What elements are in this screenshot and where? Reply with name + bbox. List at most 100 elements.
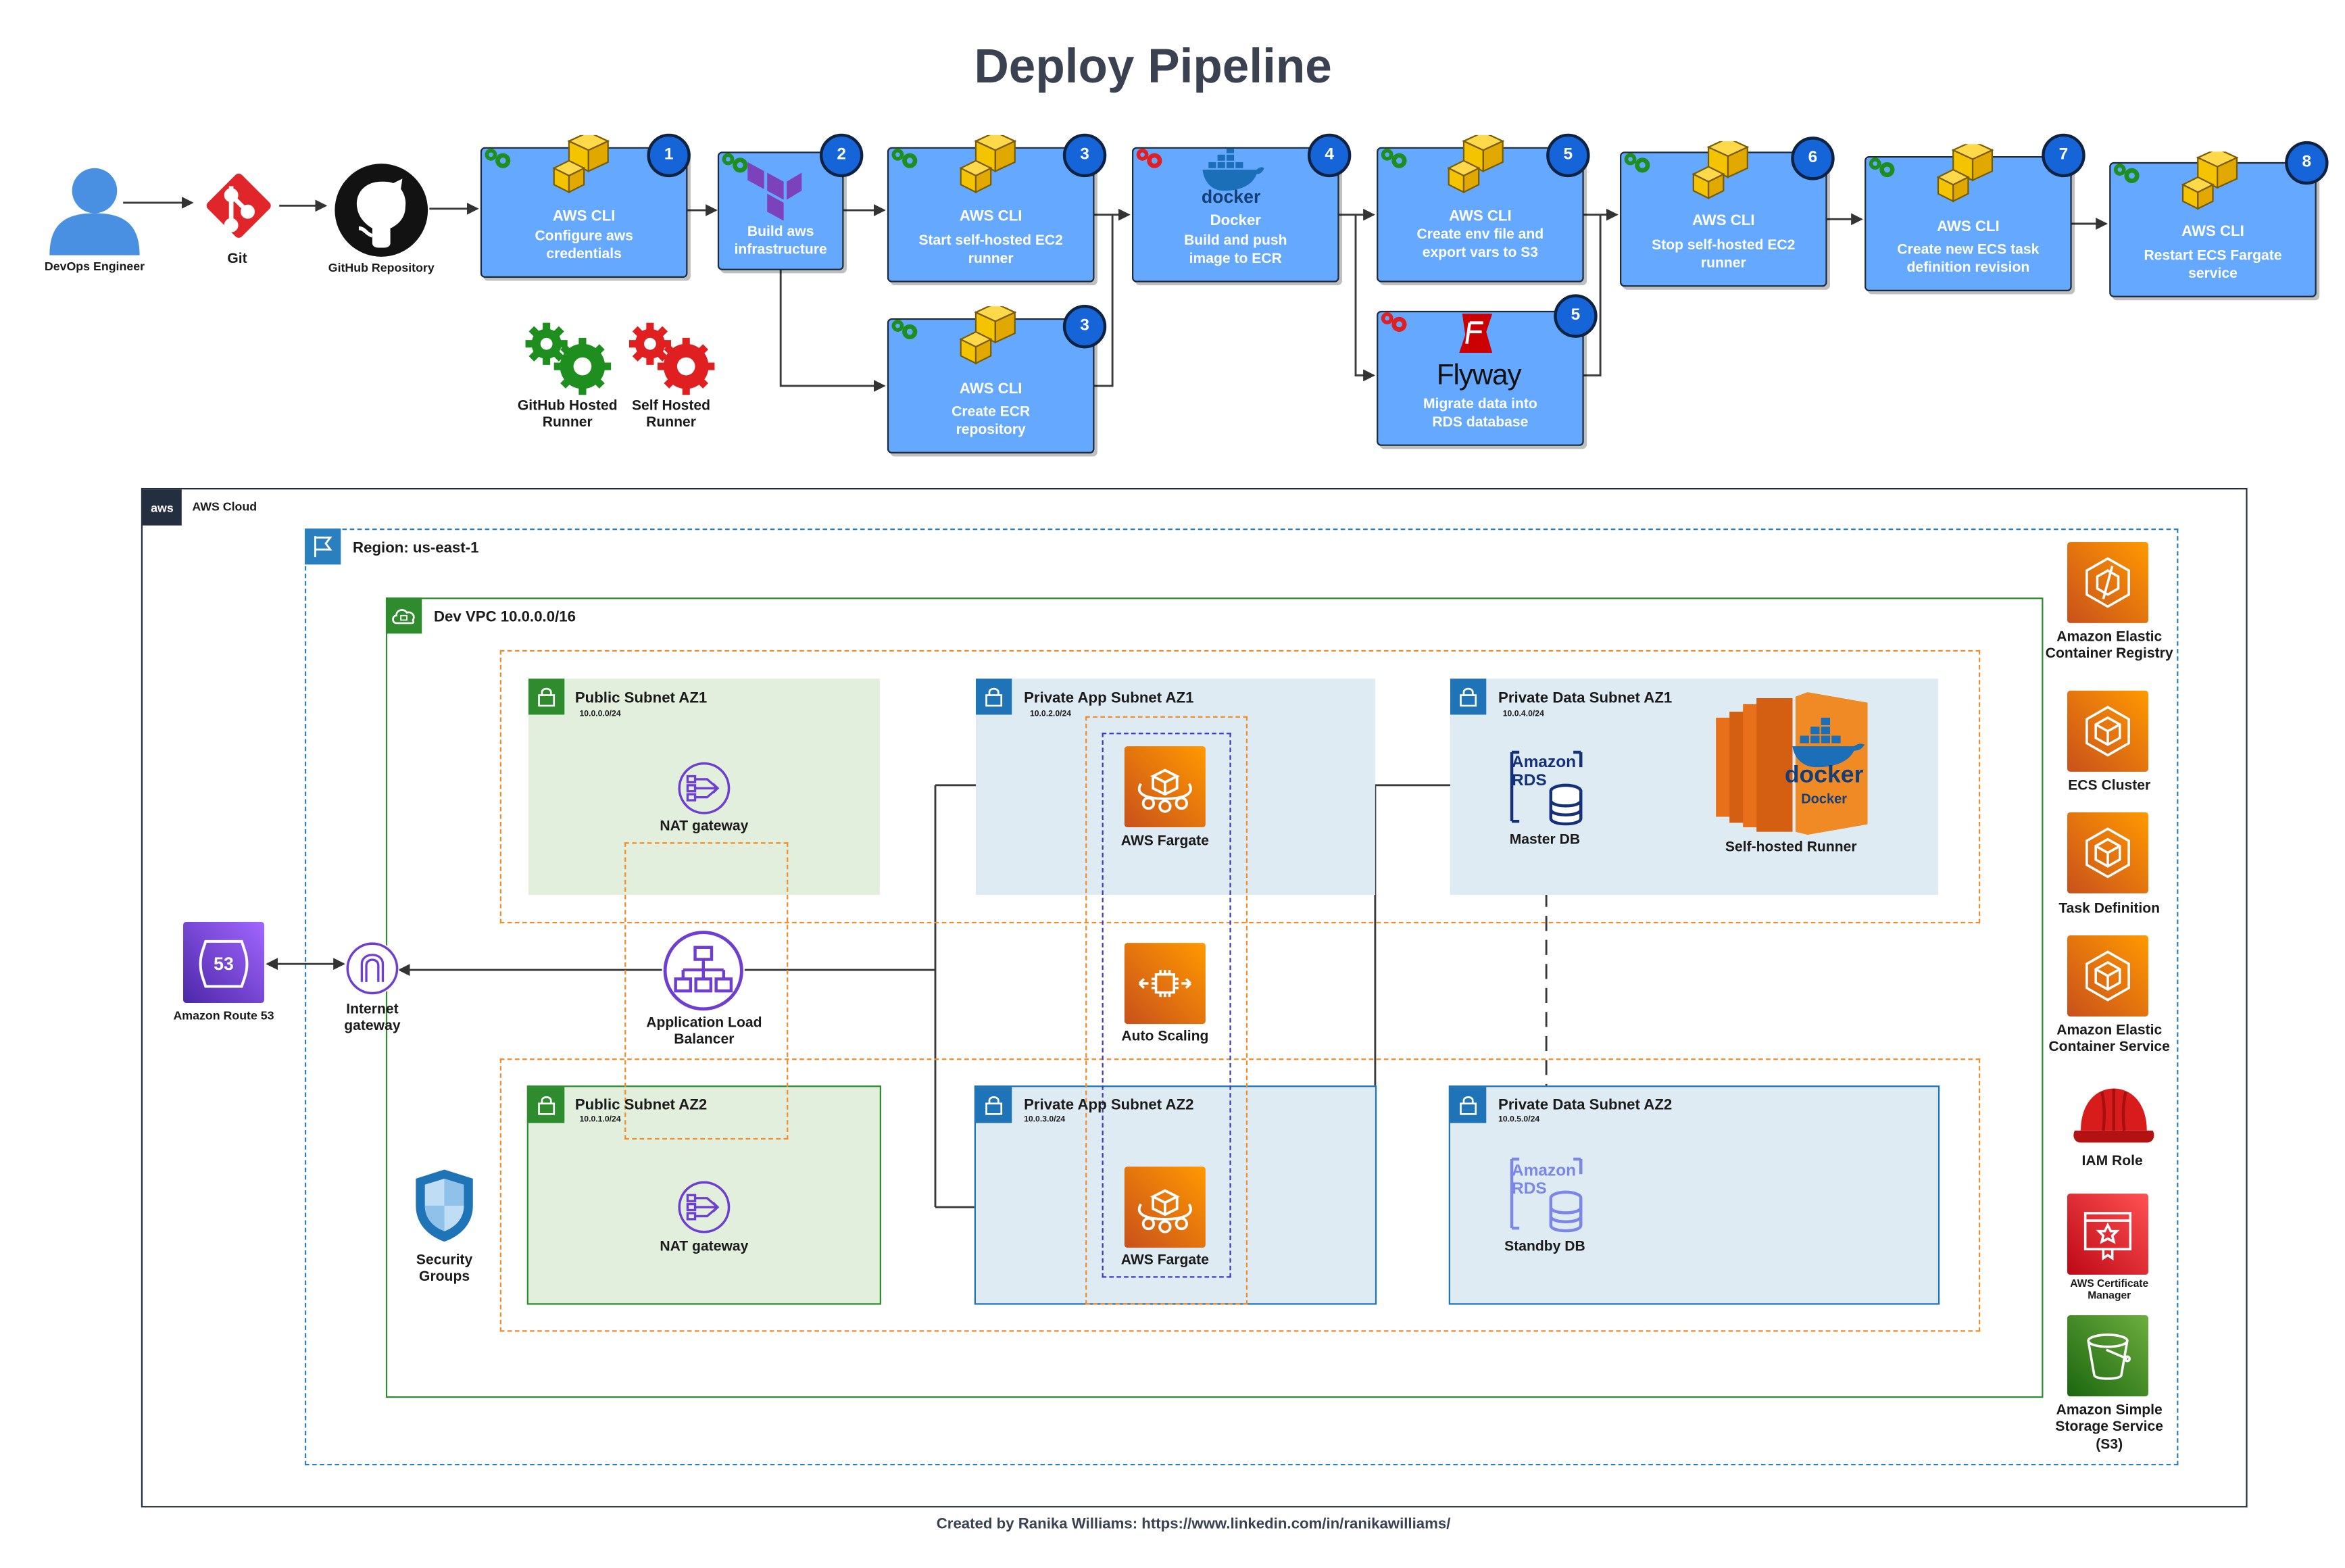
nat-gateway-icon xyxy=(677,1180,731,1234)
legend-github-hosted-runner: GitHub Hosted Runner xyxy=(517,397,618,432)
github-hosted-gear-icon xyxy=(482,145,512,177)
nat-gateway-az2-label: NAT gateway xyxy=(660,1238,749,1256)
runner-docker-sublabel: Docker xyxy=(1801,791,1848,806)
security-groups-label: Security Groups xyxy=(416,1252,473,1286)
aws-cloud-boundary xyxy=(141,487,2248,1508)
public-subnet-az2-lock-icon xyxy=(528,1087,565,1123)
private-data-subnet-az2-cidr: 10.0.5.0/24 xyxy=(1498,1115,1540,1125)
availability-zone-2 xyxy=(499,1058,1981,1332)
public-subnet-az1-label: Public Subnet AZ1 xyxy=(574,690,708,708)
fargate-service-group xyxy=(1102,733,1231,1278)
public-subnet-az1 xyxy=(528,679,880,896)
step-3b-tool: AWS CLI xyxy=(959,381,1022,398)
step-3a-tool: AWS CLI xyxy=(959,208,1022,226)
step-8-badge: 8 xyxy=(2285,141,2329,185)
aws-cli-icon xyxy=(548,131,617,212)
private-data-subnet-az2-lock-icon xyxy=(1450,1087,1487,1123)
private-data-subnet-az2-label: Private Data Subnet AZ2 xyxy=(1498,1097,1673,1114)
self-hosted-runner-ec2-icon xyxy=(1713,692,1869,835)
step-5a-tool: AWS CLI xyxy=(1449,208,1512,226)
aws-fargate-icon xyxy=(1124,1167,1206,1248)
ecs-cluster-label: ECS Cluster xyxy=(2068,777,2151,795)
vpc-boundary xyxy=(385,597,2044,1398)
amazon-route53-label: Amazon Route 53 xyxy=(173,1008,274,1023)
step-5b-box: Migrate data into RDS database xyxy=(1377,310,1584,446)
private-app-subnet-az2-cidr: 10.0.3.0/24 xyxy=(1024,1115,1066,1125)
aws-cli-icon xyxy=(1443,131,1512,212)
git-label: Git xyxy=(227,250,247,268)
github-repository-label: GitHub Repository xyxy=(328,261,435,275)
aws-cli-icon xyxy=(955,131,1024,212)
internet-gateway-icon xyxy=(345,941,399,996)
amazon-rds-master-wordmark: Amazon RDS xyxy=(1512,754,1590,790)
private-data-subnet-az2 xyxy=(1448,1085,1940,1305)
public-subnet-az2-cidr: 10.0.1.0/24 xyxy=(579,1115,621,1125)
private-app-subnet-az1-lock-icon xyxy=(975,679,1012,715)
step-5b-badge: 5 xyxy=(1554,294,1598,338)
step-7-tool: AWS CLI xyxy=(1937,219,2000,236)
task-definition-icon xyxy=(2067,812,2148,893)
footer-credit: Created by Ranika Williams: https://www.… xyxy=(936,1516,1451,1534)
amazon-route53-icon: 53 xyxy=(183,922,264,1003)
step-1-tool: AWS CLI xyxy=(552,208,616,226)
aws-cli-icon xyxy=(1687,137,1756,218)
devops-engineer-label: DevOps Engineer xyxy=(44,260,145,274)
step-1-caption: Configure aws credentials xyxy=(535,228,633,264)
public-subnet-az1-lock-icon xyxy=(528,679,565,715)
aws-cli-icon xyxy=(1932,140,2001,220)
step-4-caption: Build and push image to ECR xyxy=(1184,232,1287,268)
amazon-rds-standby-wordmark: Amazon RDS xyxy=(1512,1162,1590,1198)
github-hosted-gear-icon xyxy=(1378,145,1408,177)
github-hosted-gear-icon xyxy=(2110,161,2140,193)
amazon-ecs-icon xyxy=(2067,935,2148,1016)
region-label: Region: us-east-1 xyxy=(353,540,479,558)
self-hosted-runner-gear-icon xyxy=(628,321,716,396)
flyway-icon xyxy=(1456,311,1496,356)
github-hosted-gear-icon xyxy=(1866,155,1896,187)
rds-text-rds: RDS xyxy=(1512,772,1547,790)
docker-icon xyxy=(1200,148,1266,194)
step-8-tool: AWS CLI xyxy=(2181,224,2244,241)
route53-number: 53 xyxy=(214,954,234,974)
aws-cloud-label: AWS Cloud xyxy=(192,499,257,514)
aws-logo-icon: aws xyxy=(143,489,182,526)
legend-self-hosted-runner: Self Hosted Runner xyxy=(631,397,711,432)
step-1-badge: 1 xyxy=(647,133,691,178)
private-app-subnet-az1-cidr: 10.0.2.0/24 xyxy=(1029,710,1072,720)
rds-text-rds: RDS xyxy=(1512,1180,1547,1198)
private-app-subnet-az2-lock-icon xyxy=(975,1087,1012,1123)
private-app-subnet-az1-label: Private App Subnet AZ1 xyxy=(1024,690,1194,708)
devops-engineer-icon xyxy=(47,162,143,258)
private-app-subnet-az2-label: Private App Subnet AZ2 xyxy=(1024,1097,1194,1114)
github-hosted-runner-gear-icon xyxy=(525,321,613,396)
amazon-s3-label: Amazon Simple Storage Service (S3) xyxy=(2055,1402,2163,1453)
step-6-badge: 6 xyxy=(1791,137,1835,180)
amazon-ecs-label: Amazon Elastic Container Service xyxy=(2048,1022,2170,1056)
self-hosted-gear-icon xyxy=(1133,145,1163,177)
private-data-subnet-az1-cidr: 10.0.4.0/24 xyxy=(1502,710,1544,720)
vpc-label: Dev VPC 10.0.0.0/16 xyxy=(434,609,576,627)
aws-cli-icon xyxy=(955,302,1024,383)
step-7-caption: Create new ECS task definition revision xyxy=(1897,242,2040,277)
docker-wordmark: docker xyxy=(1201,186,1261,207)
nat-gateway-az1-label: NAT gateway xyxy=(660,818,749,835)
step-3a-badge: 3 xyxy=(1062,133,1107,178)
amazon-ecr-icon xyxy=(2067,541,2148,623)
amazon-rds-master-icon xyxy=(1504,746,1588,827)
step-6-tool: AWS CLI xyxy=(1692,213,1755,230)
step-8-caption: Restart ECS Fargate service xyxy=(2144,248,2282,283)
step-2-badge: 2 xyxy=(819,133,864,178)
step-5a-caption: Create env file and export vars to S3 xyxy=(1416,227,1544,262)
amazon-ecr-label: Amazon Elastic Container Registry xyxy=(2045,629,2173,663)
aws-fargate-az1-label: AWS Fargate xyxy=(1120,833,1209,850)
step-6-caption: Stop self-hosted EC2 runner xyxy=(1652,237,1796,272)
vpc-cloud-icon xyxy=(385,597,422,634)
git-icon xyxy=(198,165,279,246)
ecs-cluster-icon xyxy=(2067,690,2148,772)
github-hosted-gear-icon xyxy=(719,150,749,182)
step-7-badge: 7 xyxy=(2042,133,2085,178)
terraform-icon xyxy=(745,156,805,222)
application-load-balancer-label: Application Load Balancer xyxy=(646,1014,762,1049)
rds-text-amazon: Amazon xyxy=(1512,754,1577,772)
public-subnet-az2-label: Public Subnet AZ2 xyxy=(574,1097,708,1114)
